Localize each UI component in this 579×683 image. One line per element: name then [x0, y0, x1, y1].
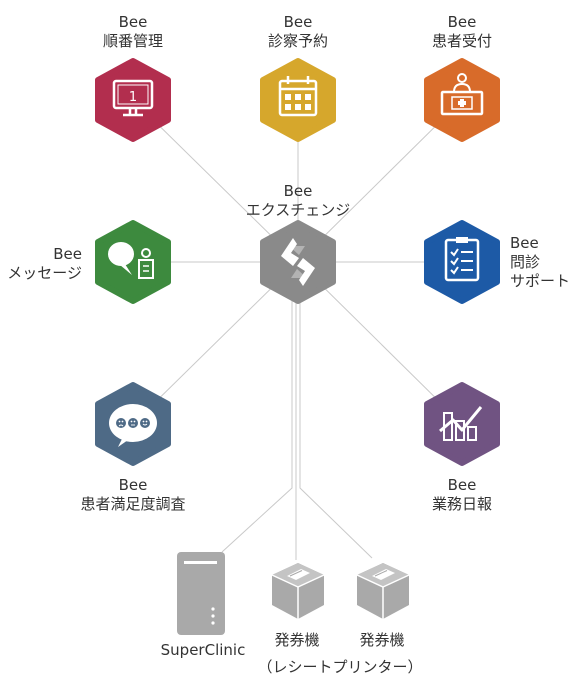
booking-label-line2: 順番管理 — [102, 32, 164, 50]
reception-label-line2: 患者受付 — [431, 32, 493, 50]
interview-label-line1: Bee — [510, 234, 539, 252]
printer-note: （レシートプリンター） — [257, 658, 422, 677]
monitor-icon: 1 — [112, 79, 154, 117]
message-label-line1: Bee — [53, 245, 82, 263]
message-label: Bee メッセージ — [7, 245, 82, 283]
hub-label-line1: Bee — [283, 182, 313, 200]
booking-label: Bee 順番管理 — [103, 13, 163, 51]
booking-node[interactable]: 1 — [94, 58, 172, 142]
interview-label-line3: サポート — [510, 272, 571, 290]
hub-label: Bee エクスチェンジ — [246, 182, 351, 220]
reservation-node[interactable] — [259, 58, 337, 142]
monitor-badge: 1 — [129, 90, 137, 105]
reception-desk-icon — [440, 73, 484, 116]
hub-label-line2: エクスチェンジ — [245, 201, 351, 219]
printer1-label-text: 発券機 — [274, 631, 320, 649]
printer1-label: 発券機 — [274, 631, 319, 650]
booking-label-line1: Bee — [118, 13, 148, 31]
speech-bubble-icon — [108, 242, 154, 279]
bar-chart-icon — [439, 406, 483, 441]
reservation-label-line1: Bee — [283, 13, 313, 31]
clipboard-icon — [444, 237, 480, 282]
satisfaction-label: Bee 患者満足度調査 — [80, 476, 185, 514]
interview-node[interactable] — [423, 220, 501, 304]
reservation-label-line2: 診察予約 — [267, 32, 329, 50]
message-label-line2: メッセージ — [7, 264, 82, 282]
printer2-label-text: 発券機 — [359, 631, 405, 649]
reservation-label: Bee 診察予約 — [268, 13, 328, 51]
hub-node[interactable] — [259, 220, 337, 304]
exchange-icon — [281, 238, 315, 286]
interview-label-line2: 問診 — [510, 253, 541, 271]
interview-label: Bee 問診 サポート — [510, 234, 570, 291]
reception-label: Bee 患者受付 — [432, 13, 492, 51]
satisfaction-label-line2: 患者満足度調査 — [80, 495, 186, 513]
report-label: Bee 業務日報 — [432, 476, 492, 514]
printer1-node[interactable] — [268, 559, 328, 623]
survey-faces-icon — [109, 404, 157, 447]
reception-node[interactable] — [423, 58, 501, 142]
server-label: SuperClinic — [161, 641, 246, 660]
link-server — [221, 300, 293, 553]
printer-icon — [271, 563, 325, 619]
message-node[interactable] — [94, 220, 172, 304]
printer-icon — [356, 563, 410, 619]
printer2-node[interactable] — [353, 559, 413, 623]
link-printer2 — [299, 300, 373, 559]
satisfaction-label-line1: Bee — [118, 476, 148, 494]
report-node[interactable] — [423, 382, 501, 466]
server-icon — [177, 552, 225, 635]
satisfaction-node[interactable] — [94, 382, 172, 466]
printer2-label: 発券機 — [359, 631, 404, 650]
server-label-text: SuperClinic — [160, 641, 246, 659]
reception-label-line1: Bee — [447, 13, 477, 31]
report-label-line1: Bee — [447, 476, 477, 494]
printer-note-text: （レシートプリンター） — [257, 658, 423, 676]
server-node[interactable] — [175, 551, 227, 636]
report-label-line2: 業務日報 — [431, 495, 493, 513]
calendar-icon — [278, 76, 318, 117]
